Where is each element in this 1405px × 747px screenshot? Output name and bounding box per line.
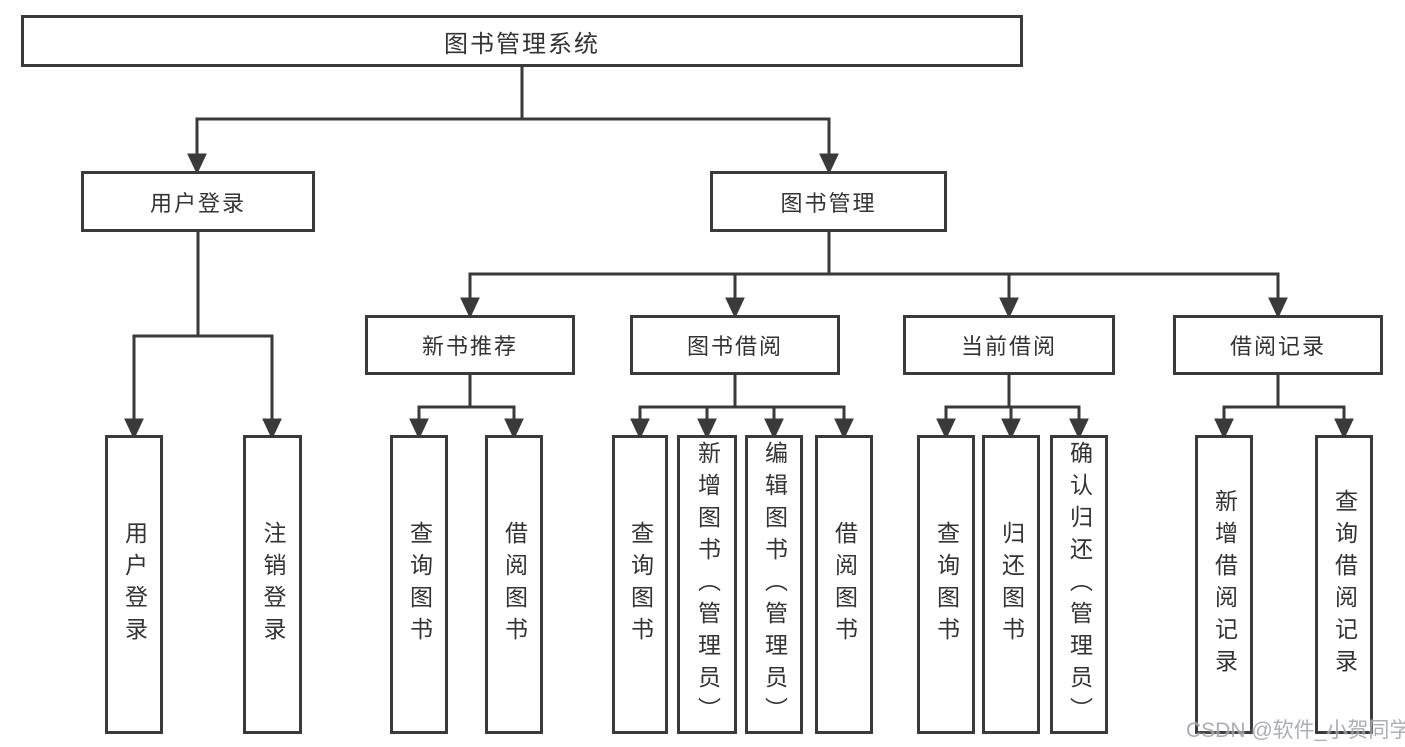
leaf-query-books-recommend: 查询图书 (390, 435, 448, 734)
arrowhead (1214, 418, 1234, 440)
arrowhead (819, 153, 839, 175)
arrowhead (764, 418, 784, 440)
arrowhead (1334, 418, 1354, 440)
node-root-library-system: 图书管理系统 (21, 15, 1023, 67)
leaf-user-login: 用户登录 (105, 435, 163, 734)
leaf-borrow-books: 借阅图书 (815, 435, 873, 734)
node-current-borrow: 当前借阅 (903, 315, 1115, 375)
arrowhead (1069, 418, 1089, 440)
leaf-add-book-admin: 新增图书（管理员） (677, 435, 737, 734)
leaf-edit-book-admin: 编辑图书（管理员） (745, 435, 803, 734)
arrowhead (725, 297, 745, 319)
leaf-borrow-books-recommend: 借阅图书 (485, 435, 543, 734)
leaf-logout: 注销登录 (243, 435, 302, 734)
node-new-book-recommend: 新书推荐 (365, 315, 575, 375)
leaf-query-borrow-record: 查询借阅记录 (1315, 435, 1373, 734)
arrowhead (409, 418, 429, 440)
arrowhead (124, 418, 144, 440)
leaf-return-book: 归还图书 (982, 435, 1040, 734)
arrowhead (504, 418, 524, 440)
arrowhead (1001, 418, 1021, 440)
arrowhead (936, 418, 956, 440)
arrowhead (460, 297, 480, 319)
node-borrow-records: 借阅记录 (1173, 315, 1383, 375)
arrowhead (1268, 297, 1288, 319)
arrowhead (834, 418, 854, 440)
leaf-query-books-borrow: 查询图书 (612, 435, 668, 734)
arrowhead (187, 153, 207, 175)
leaf-query-books-current: 查询图书 (917, 435, 975, 734)
arrowhead (697, 418, 717, 440)
arrowhead (999, 297, 1019, 319)
leaf-add-borrow-record: 新增借阅记录 (1195, 435, 1253, 734)
node-user-login: 用户登录 (81, 171, 315, 232)
tree-edges (124, 67, 1354, 440)
node-book-borrow: 图书借阅 (630, 315, 840, 375)
csdn-watermark: CSDN @软件_小贺同学 (1186, 719, 1405, 742)
arrowhead (262, 418, 282, 440)
leaf-confirm-return-admin: 确认归还（管理员） (1050, 435, 1108, 734)
node-book-management: 图书管理 (710, 171, 947, 232)
arrowhead (630, 418, 650, 440)
